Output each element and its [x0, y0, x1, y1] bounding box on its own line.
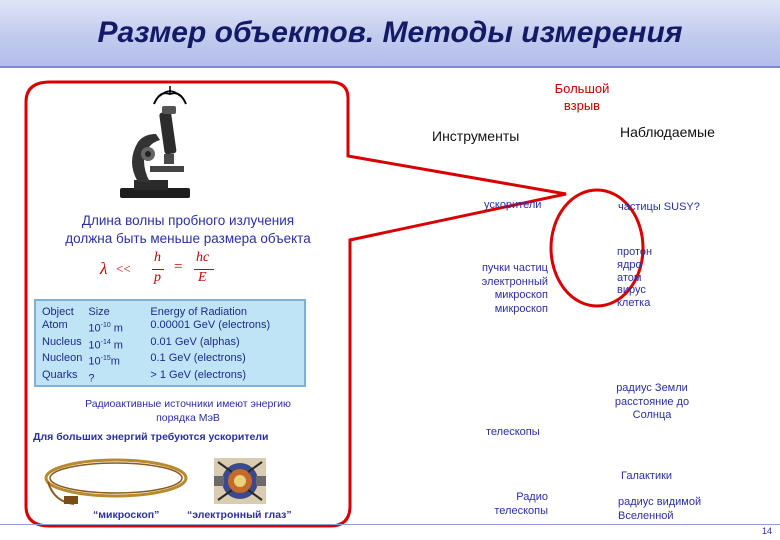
- size-table-grid: Object Size Energy of Radiation Atom 10-…: [42, 306, 276, 386]
- observable-matter-line: клетка: [617, 297, 651, 310]
- instrument-beams-line: микроскоп: [494, 302, 548, 315]
- instrument-telescopes: телескопы: [486, 426, 540, 438]
- table-cell-energy: 0.01 GeV (alphas): [150, 335, 240, 348]
- observable-matter: протон ядро атом вирус клетка: [617, 246, 652, 310]
- formula-h: h: [154, 250, 161, 265]
- radioactive-note: Радиоактивные источники имеют энергию по…: [26, 397, 350, 425]
- microscope-caption: “микроскоп”: [93, 509, 160, 521]
- table-cell-object: Quarks: [42, 368, 78, 381]
- observable-earth-line: радиус Земли: [616, 382, 688, 394]
- instrument-beams-line: микроскоп: [494, 289, 548, 301]
- table-header-object: Object: [42, 306, 74, 318]
- table-cell-size: ?: [88, 372, 95, 385]
- detector-icon: [214, 458, 266, 504]
- table-cell-energy: 0.1 GeV (electrons): [150, 352, 246, 365]
- observable-matter-line: протон: [617, 246, 653, 258]
- big-bang-label: Большой взрыв: [536, 80, 628, 114]
- observable-matter-line: ядро: [617, 258, 642, 271]
- formula-p: p: [154, 270, 161, 285]
- table-header-energy: Energy of Radiation: [150, 306, 247, 318]
- formula: λ << h p = hc E: [100, 250, 220, 290]
- callout-outline: [24, 80, 567, 528]
- observable-universe: радиус видимой Вселенной: [618, 496, 701, 523]
- table-row: Nucleon 10-15m 0.1 GeV (electrons): [42, 352, 276, 369]
- table-header-row: Object Size Energy of Radiation: [42, 306, 276, 319]
- instruments-header: Инструменты: [432, 128, 520, 144]
- formula-much-less: <<: [116, 261, 131, 276]
- observable-matter-line: атом: [617, 271, 642, 284]
- table-cell-energy: 0.00001 GeV (electrons): [150, 319, 271, 331]
- table-header-size: Size: [88, 306, 110, 318]
- observable-earth-line: расстояние до: [614, 395, 690, 408]
- formula-fraction-bar-2: [194, 269, 214, 270]
- magnifier-circle: [549, 188, 645, 308]
- footer-line: [0, 524, 780, 525]
- observable-earth-line: Солнца: [632, 409, 672, 421]
- instrument-beams-line: электронный: [481, 275, 548, 288]
- slide-title: Размер объектов. Методы измерения: [97, 16, 683, 49]
- table-cell-size: 10-15m: [88, 355, 120, 368]
- observable-earth: радиус Земли расстояние до Солнца: [604, 382, 700, 423]
- instrument-radio-line: Радио: [516, 491, 548, 503]
- size-table: Object Size Energy of Radiation Atom 10-…: [34, 299, 306, 387]
- table-cell-object: Nucleus: [42, 335, 82, 348]
- table-cell-energy: > 1 GeV (electrons): [150, 368, 247, 381]
- radioactive-line-1: Радиоактивные источники имеют энергию: [85, 398, 291, 410]
- observable-galaxies: Галактики: [621, 470, 673, 482]
- formula-fraction-bar-1: [152, 269, 164, 270]
- big-bang-line-1: Большой: [554, 81, 610, 96]
- observables-header: Наблюдаемые: [620, 124, 715, 140]
- observable-universe-line: Вселенной: [618, 509, 674, 522]
- instrument-radio: Радио телескопы: [484, 491, 548, 518]
- formula-equals: =: [174, 259, 183, 275]
- table-row: Quarks ? > 1 GeV (electrons): [42, 369, 276, 386]
- wavelength-statement: Длина волны пробного излучения должна бы…: [26, 212, 350, 248]
- instrument-beams: пучки частиц электронный микроскоп микро…: [460, 262, 548, 316]
- accelerator-ring-icon: [44, 458, 188, 505]
- table-row: Atom 10-10 m 0.00001 GeV (electrons): [42, 319, 276, 336]
- observable-universe-line: радиус видимой: [618, 496, 702, 508]
- observable-matter-line: вирус: [617, 284, 646, 297]
- title-bar: Размер объектов. Методы измерения: [0, 0, 780, 66]
- instrument-accelerators: ускорители: [484, 199, 542, 211]
- formula-hc: hc: [196, 250, 210, 265]
- formula-lambda: λ: [100, 259, 108, 278]
- table-row: Nucleus 10-14 m 0.01 GeV (alphas): [42, 336, 276, 353]
- wavelength-line-1: Длина волны пробного излучения: [81, 213, 295, 228]
- title-underline: [0, 66, 780, 68]
- observable-susy: частицы SUSY?: [618, 201, 700, 213]
- accelerators-note: Для больших энергий требуются ускорители: [33, 431, 269, 443]
- table-cell-object: Atom: [42, 319, 68, 331]
- formula-E: E: [198, 270, 207, 285]
- eye-icon: [153, 86, 187, 105]
- big-bang-line-2: взрыв: [563, 98, 601, 113]
- instrument-radio-line: телескопы: [494, 504, 548, 517]
- eye-caption: “электронный глаз”: [187, 509, 292, 521]
- table-cell-size: 10-10 m: [88, 322, 123, 335]
- radioactive-line-2: порядка МэВ: [156, 412, 220, 424]
- page-number: 14: [761, 526, 772, 536]
- microscope-icon: [120, 106, 190, 198]
- wavelength-line-2: должна быть меньше размера объекта: [65, 231, 311, 246]
- table-cell-size: 10-14 m: [88, 338, 123, 352]
- instrument-beams-line: пучки частиц: [481, 262, 548, 274]
- table-cell-object: Nucleon: [42, 352, 83, 365]
